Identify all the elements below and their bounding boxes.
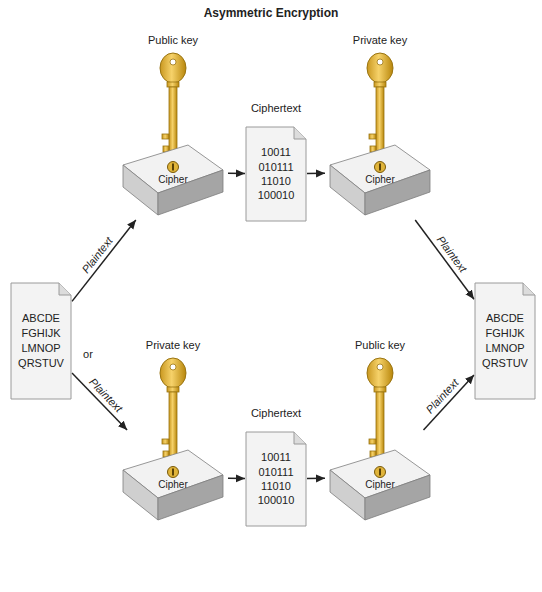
cipher-block bbox=[325, 125, 435, 220]
flow-arrow bbox=[72, 220, 136, 301]
key-label: Public key bbox=[146, 34, 200, 46]
public-key-icon bbox=[367, 358, 393, 464]
document-shape bbox=[245, 431, 307, 527]
cipher-node: Cipher bbox=[118, 125, 228, 220]
plaintext-letters: ABCDE FGHIJK LMNOP QRSTUV bbox=[18, 311, 64, 370]
flow-arrow bbox=[228, 478, 245, 480]
cipher-block bbox=[118, 430, 228, 525]
arrow-label: Plaintext bbox=[86, 375, 127, 417]
ciphertext-node: Ciphertext 10011 010111 11010 100010 bbox=[238, 102, 314, 237]
ciphertext-node: Ciphertext 10011 010111 11010 100010 bbox=[238, 407, 314, 542]
arrow-label: Plaintext bbox=[422, 375, 462, 417]
private-key-icon bbox=[160, 358, 186, 464]
plaintext-document: ABCDE FGHIJK LMNOP QRSTUV bbox=[474, 282, 536, 400]
key-label: Public key bbox=[353, 339, 407, 351]
key-label: Private key bbox=[144, 339, 202, 351]
cipher-node: Cipher bbox=[118, 430, 228, 525]
public-key-icon bbox=[160, 53, 186, 159]
flow-arrow bbox=[307, 478, 325, 480]
ciphertext-document: 10011 010111 11010 100010 bbox=[245, 431, 307, 527]
connector-note: or bbox=[81, 348, 95, 360]
flow-arrow bbox=[228, 173, 245, 175]
cipher-label: Cipher bbox=[118, 479, 228, 490]
cipher-node: Cipher bbox=[325, 125, 435, 220]
ciphertext-heading: Ciphertext bbox=[238, 102, 314, 114]
cipher-label: Cipher bbox=[325, 479, 435, 490]
ciphertext-bits: 10011 010111 11010 100010 bbox=[258, 450, 295, 507]
key-label: Private key bbox=[351, 34, 409, 46]
plaintext-letters: ABCDE FGHIJK LMNOP QRSTUV bbox=[482, 311, 528, 370]
document-shape bbox=[10, 282, 72, 400]
cipher-label: Cipher bbox=[325, 174, 435, 185]
flow-arrow bbox=[307, 173, 325, 175]
ciphertext-heading: Ciphertext bbox=[238, 407, 314, 419]
cipher-block bbox=[325, 430, 435, 525]
cipher-node: Cipher bbox=[325, 430, 435, 525]
ciphertext-document: 10011 010111 11010 100010 bbox=[245, 126, 307, 222]
flow-arrow bbox=[72, 373, 127, 430]
plaintext-document: ABCDE FGHIJK LMNOP QRSTUV bbox=[10, 282, 72, 400]
private-key-icon bbox=[367, 53, 393, 159]
document-shape bbox=[474, 282, 536, 400]
document-shape bbox=[245, 126, 307, 222]
ciphertext-bits: 10011 010111 11010 100010 bbox=[258, 145, 295, 202]
cipher-block bbox=[118, 125, 228, 220]
flow-arrow bbox=[415, 220, 474, 299]
diagram-title: Asymmetric Encryption bbox=[0, 6, 542, 20]
cipher-label: Cipher bbox=[118, 174, 228, 185]
